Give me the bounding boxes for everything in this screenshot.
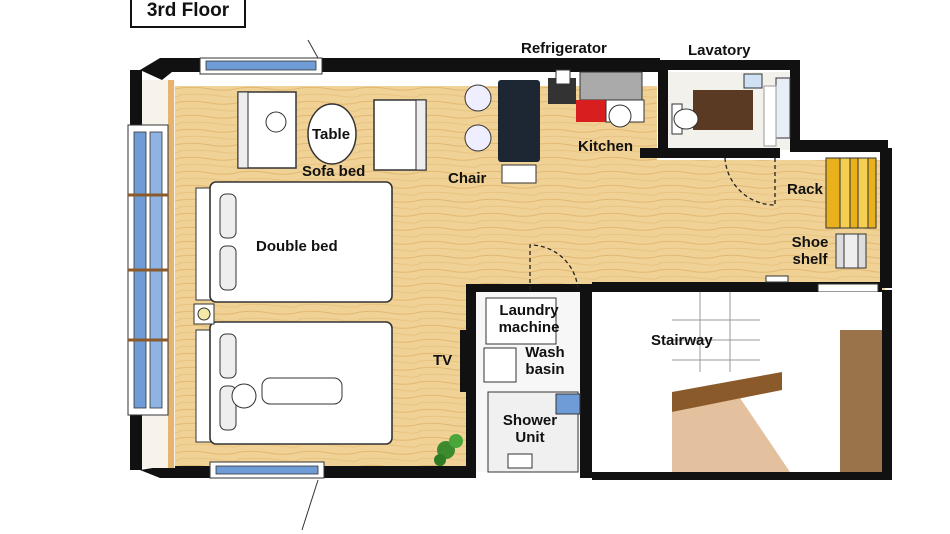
label-wash-basin: Wash basin xyxy=(522,344,568,378)
label-lavatory: Lavatory xyxy=(688,42,751,59)
label-refrigerator: Refrigerator xyxy=(521,40,607,57)
bottom-window xyxy=(209,461,325,531)
lamp-icon xyxy=(197,307,211,321)
left-trim xyxy=(168,80,174,468)
label-wash-line2: basin xyxy=(525,361,565,378)
label-table: Table xyxy=(312,126,351,143)
label-laundry-line2: machine xyxy=(498,319,560,336)
floor-title: 3rd Floor xyxy=(130,0,246,28)
double-bed-top xyxy=(195,181,393,303)
label-shoe-shelf-line2: shelf xyxy=(792,251,828,268)
plant-icon xyxy=(434,434,463,466)
kitchen-unit xyxy=(548,69,645,128)
label-laundry-machine: Laundry machine xyxy=(494,302,564,336)
label-shower-line1: Shower xyxy=(502,412,558,429)
label-kitchen: Kitchen xyxy=(578,138,634,155)
toilet xyxy=(671,73,777,147)
label-tv: TV xyxy=(433,352,453,369)
shoe-shelf-furniture xyxy=(835,233,867,269)
label-shower-line2: Unit xyxy=(515,429,545,446)
double-bed-bottom xyxy=(195,321,393,445)
label-sofa-bed: Sofa bed xyxy=(302,163,366,180)
label-laundry-line1: Laundry xyxy=(499,302,559,319)
label-stairway: Stairway xyxy=(651,332,713,349)
lavatory-mat xyxy=(693,90,753,130)
top-window xyxy=(199,39,323,75)
tv-set xyxy=(460,330,466,392)
label-shoe-shelf: Shoe shelf xyxy=(788,234,832,268)
label-wash-line1: Wash xyxy=(525,344,565,361)
dining-set xyxy=(464,80,540,184)
stairway-area xyxy=(592,292,882,472)
label-rack: Rack xyxy=(787,181,823,198)
laundry-area xyxy=(476,292,581,473)
rack-furniture xyxy=(825,157,877,229)
label-double-bed: Double bed xyxy=(256,238,338,255)
label-shower-unit: Shower Unit xyxy=(498,412,562,446)
lavatory-window xyxy=(775,77,791,139)
left-windows xyxy=(127,124,169,416)
sofa-bed-furniture xyxy=(237,91,427,171)
label-shoe-shelf-line1: Shoe xyxy=(791,234,829,251)
label-chair: Chair xyxy=(448,170,487,187)
